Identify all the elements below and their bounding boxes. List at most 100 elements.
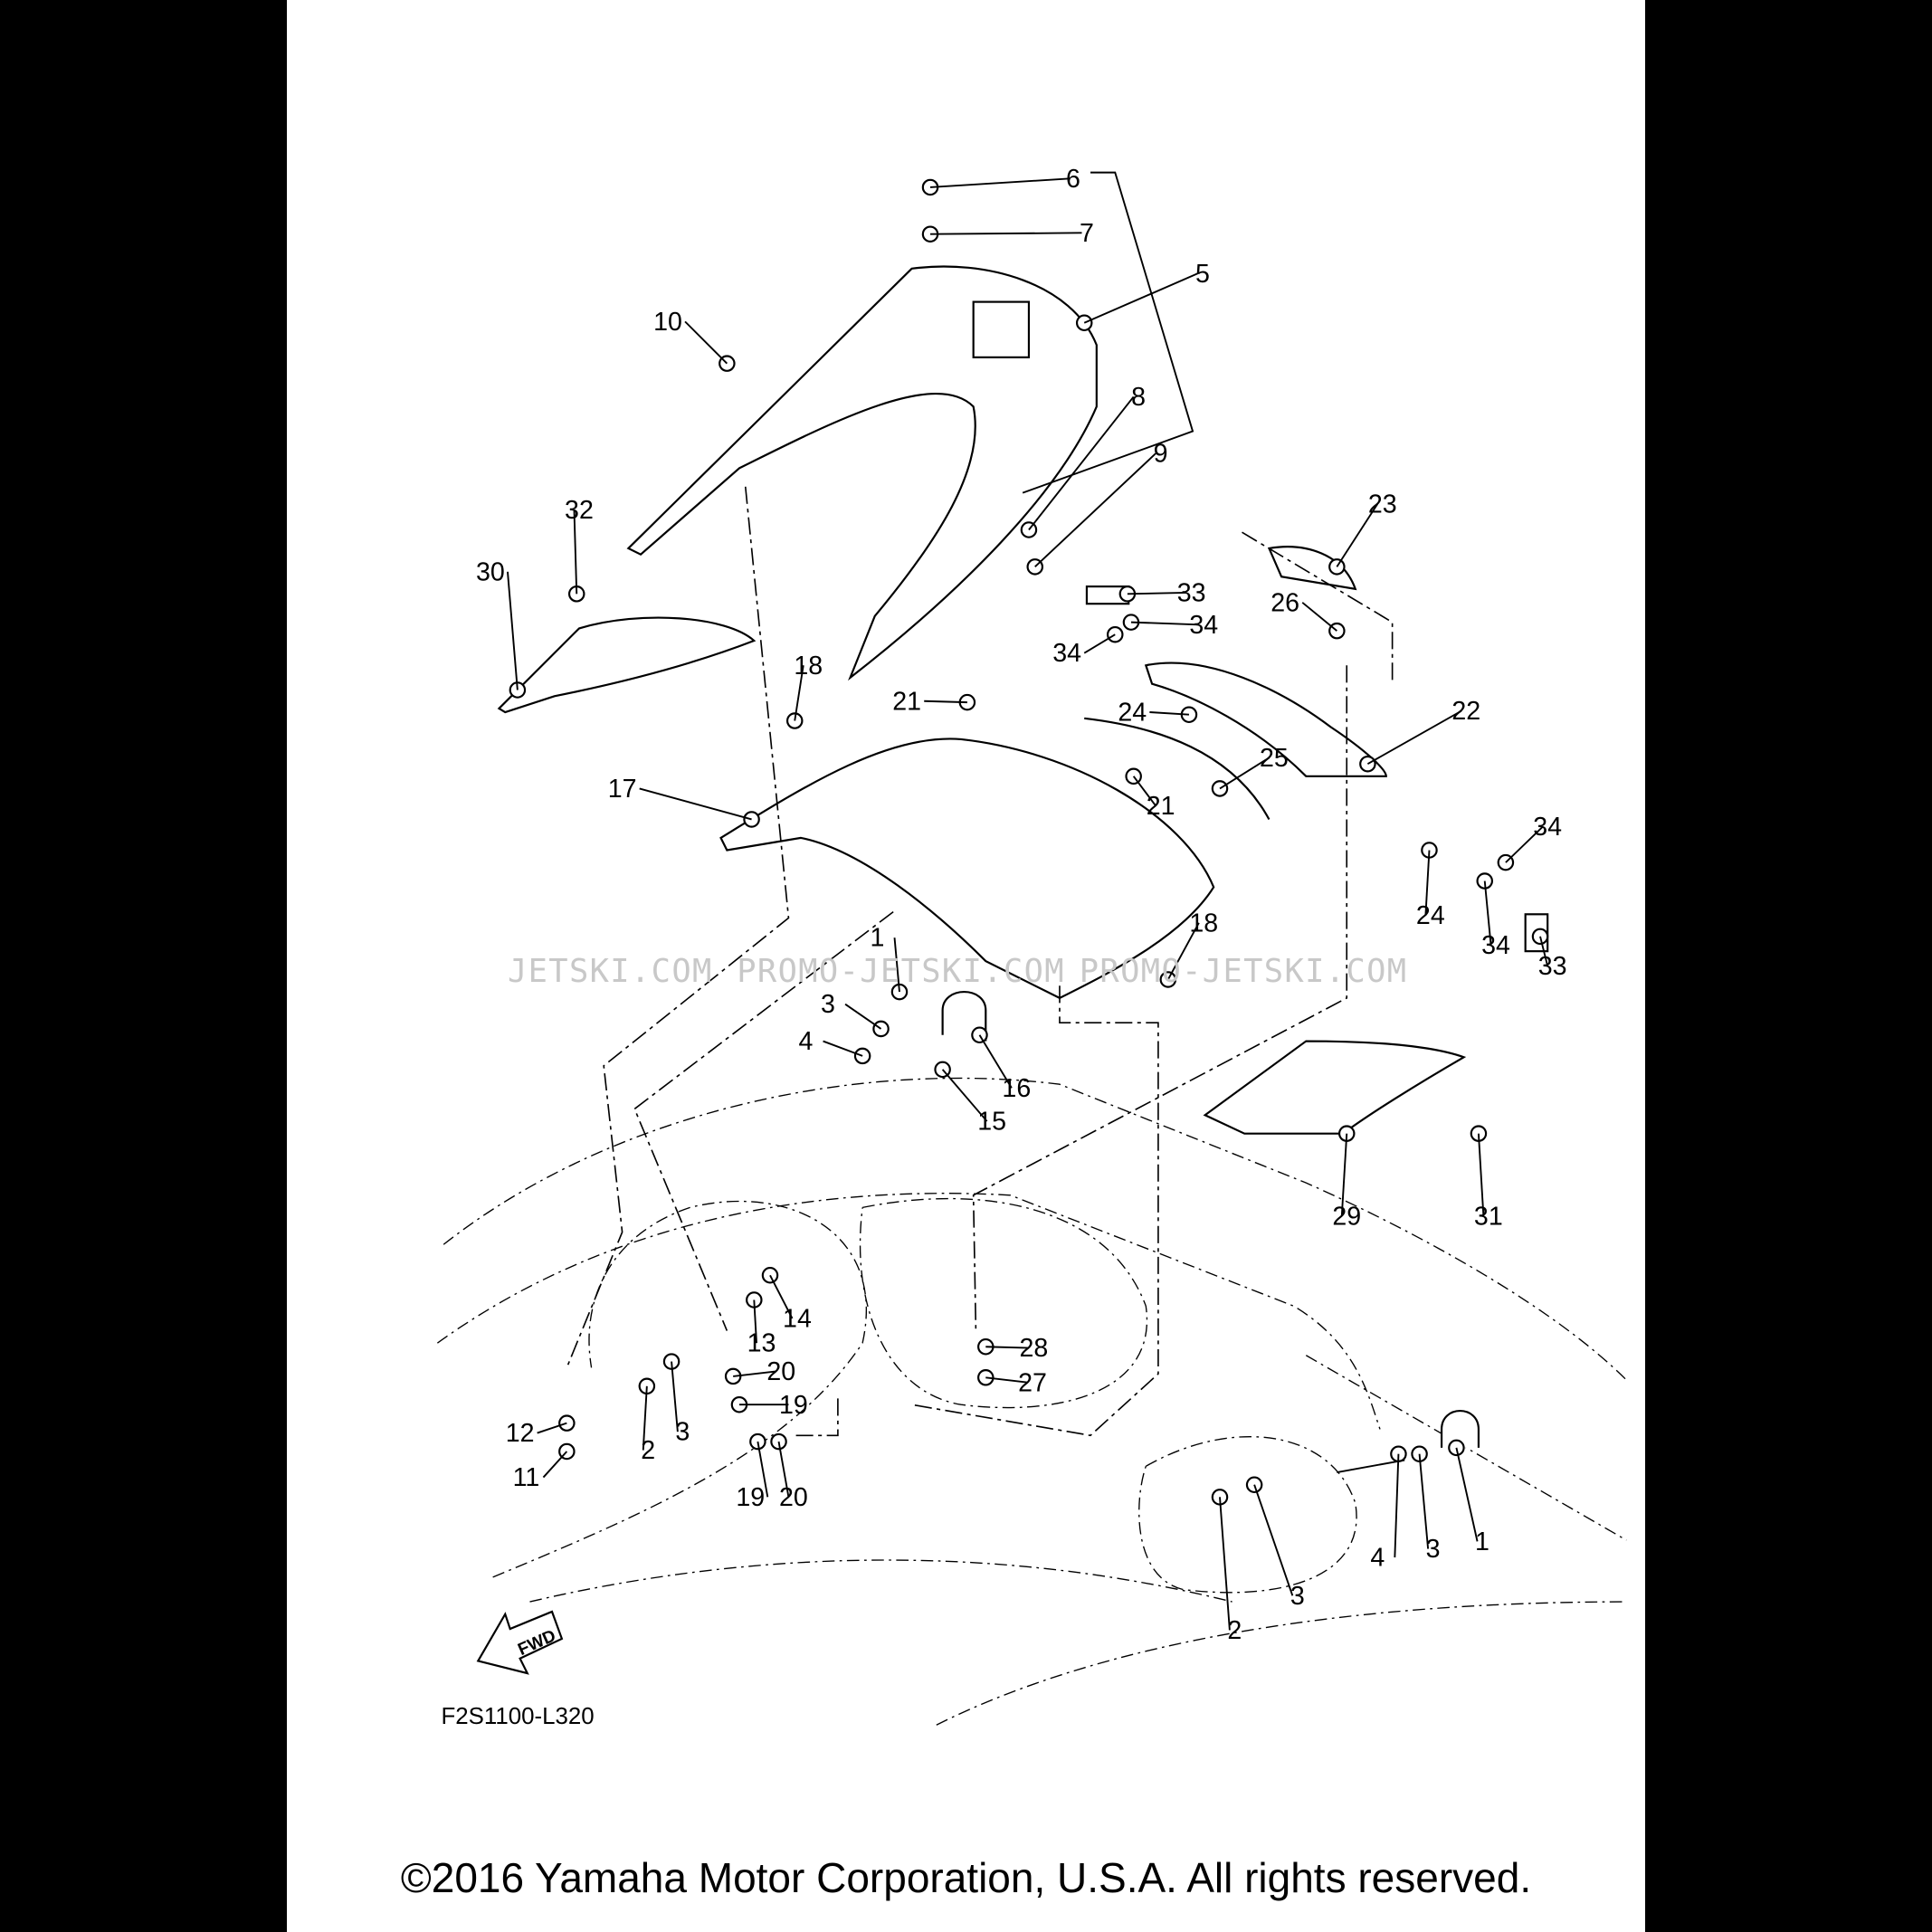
leader-line (777, 1441, 790, 1498)
callout-12: 12 (506, 1419, 535, 1448)
callout-21: 21 (892, 687, 921, 716)
fastener-part-8 (1020, 521, 1038, 538)
part-30-side-panel-left (497, 616, 757, 714)
watermark: JETSKI.COM (508, 953, 713, 990)
part-5-seat-cover (626, 265, 1098, 681)
part-29-side-panel-right (1203, 1040, 1467, 1135)
leader-line (1301, 602, 1337, 632)
callout-5: 5 (1195, 260, 1210, 289)
callout-20: 20 (779, 1483, 808, 1512)
leader-line (1477, 1133, 1485, 1216)
callout-2: 2 (641, 1436, 655, 1465)
leader-line (941, 1069, 988, 1122)
callout-2: 2 (1227, 1616, 1242, 1645)
callout-21: 21 (1147, 792, 1175, 821)
leader-line (1340, 1133, 1348, 1216)
leader-line (769, 1274, 794, 1319)
callout-1: 1 (871, 924, 885, 953)
copyright-footer: ©2016 Yamaha Motor Corporation, U.S.A. A… (400, 1854, 1532, 1901)
leader-line (753, 1299, 757, 1344)
leader-line (1253, 1484, 1294, 1596)
callout-34: 34 (1052, 639, 1081, 668)
callout-26: 26 (1271, 588, 1299, 617)
callout-34: 34 (1533, 813, 1562, 842)
leader-line (1028, 395, 1135, 531)
callout-19: 19 (736, 1483, 765, 1512)
leader-line (1219, 757, 1270, 790)
leader-line (1394, 1453, 1400, 1558)
leader-line (639, 787, 752, 821)
callout-28: 28 (1019, 1334, 1048, 1363)
leader-line (671, 1361, 679, 1432)
callout-25: 25 (1260, 744, 1289, 773)
leader-line (1127, 591, 1187, 595)
leader-line (794, 665, 804, 721)
callout-9: 9 (1154, 440, 1168, 469)
watermark: PROMO-JETSKI.COM (737, 953, 1065, 990)
leader-line (1418, 1453, 1430, 1549)
callout-4: 4 (799, 1027, 814, 1056)
leader-line (542, 1451, 568, 1479)
leader-line (757, 1441, 769, 1498)
callout-30: 30 (476, 557, 505, 586)
callout-33: 33 (1177, 578, 1206, 607)
leader-line (1083, 633, 1116, 654)
callout-34: 34 (1189, 611, 1218, 640)
callout-29: 29 (1332, 1202, 1361, 1231)
callout-23: 23 (1368, 490, 1397, 519)
leader-line (642, 1385, 648, 1451)
drawing-code: F2S1100-L320 (441, 1704, 594, 1729)
callout-24: 24 (1416, 901, 1445, 930)
hull-outline (436, 1077, 1627, 1726)
parts (497, 265, 1549, 1448)
leader-line (537, 1422, 567, 1434)
leader-line (844, 1003, 882, 1030)
leader-line (733, 1370, 776, 1377)
callout-34: 34 (1481, 931, 1510, 960)
fastener-part-3 (872, 1020, 890, 1038)
leader-line (1483, 880, 1492, 946)
leader-line (1455, 1447, 1479, 1542)
leader-line (1505, 825, 1544, 863)
leader-line (893, 937, 900, 993)
leader-line (1034, 452, 1156, 568)
watermarks: JETSKI.COM PROMO-JETSKI.COM PROMO-JETSKI… (508, 953, 1408, 990)
callout-31: 31 (1474, 1202, 1503, 1231)
leader-line (1166, 922, 1200, 980)
leader-line (1219, 1497, 1231, 1631)
callout-15: 15 (977, 1108, 1006, 1137)
callout-32: 32 (565, 496, 594, 525)
part-23-grip (1267, 546, 1357, 591)
leader-line (1083, 272, 1198, 324)
fastener-part-5 (1075, 314, 1093, 331)
callout-19: 19 (779, 1391, 808, 1420)
part-1-u-bolt (1440, 1409, 1480, 1448)
callout-13: 13 (747, 1329, 776, 1358)
callout-1: 1 (1475, 1528, 1489, 1556)
part-5-storage (972, 300, 1031, 358)
callout-27: 27 (1018, 1368, 1047, 1397)
fasteners (509, 178, 1549, 1506)
leader-line (1149, 711, 1190, 716)
part-25-trim (1084, 717, 1271, 820)
leader-line (1336, 503, 1379, 567)
callout-11: 11 (513, 1463, 540, 1492)
leader-line (1539, 936, 1549, 966)
leader-line (1424, 850, 1431, 916)
leader-line (985, 1376, 1028, 1384)
leader-line (1132, 776, 1156, 807)
callout-14: 14 (783, 1304, 812, 1333)
leader-line (929, 177, 1069, 188)
callout-18: 18 (794, 652, 823, 680)
callout-6: 6 (1066, 165, 1080, 194)
watermark: PROMO-JETSKI.COM (1080, 953, 1408, 990)
callout-3: 3 (675, 1418, 690, 1447)
leader-line (573, 509, 578, 595)
callout-3: 3 (1290, 1582, 1305, 1611)
callout-24: 24 (1118, 699, 1147, 728)
callout-22: 22 (1451, 697, 1480, 726)
callout-17: 17 (608, 775, 637, 804)
